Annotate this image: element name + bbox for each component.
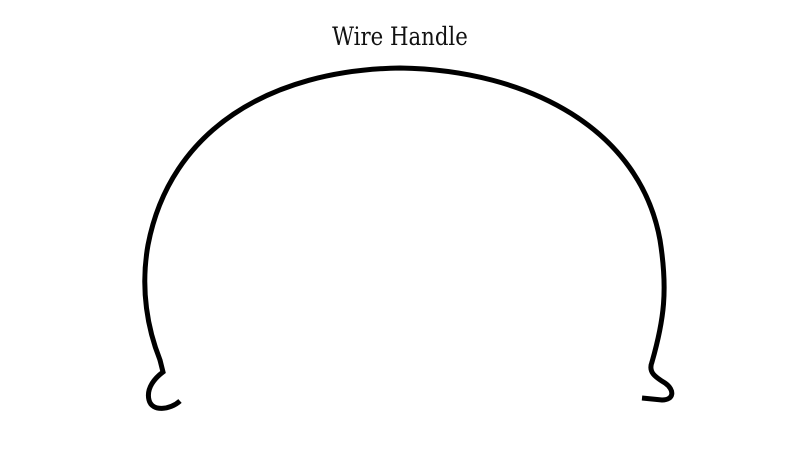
wire-handle-arc bbox=[142, 65, 667, 365]
diagram-title: Wire Handle bbox=[332, 22, 468, 51]
right-hook bbox=[641, 361, 675, 403]
left-hook bbox=[145, 359, 182, 411]
